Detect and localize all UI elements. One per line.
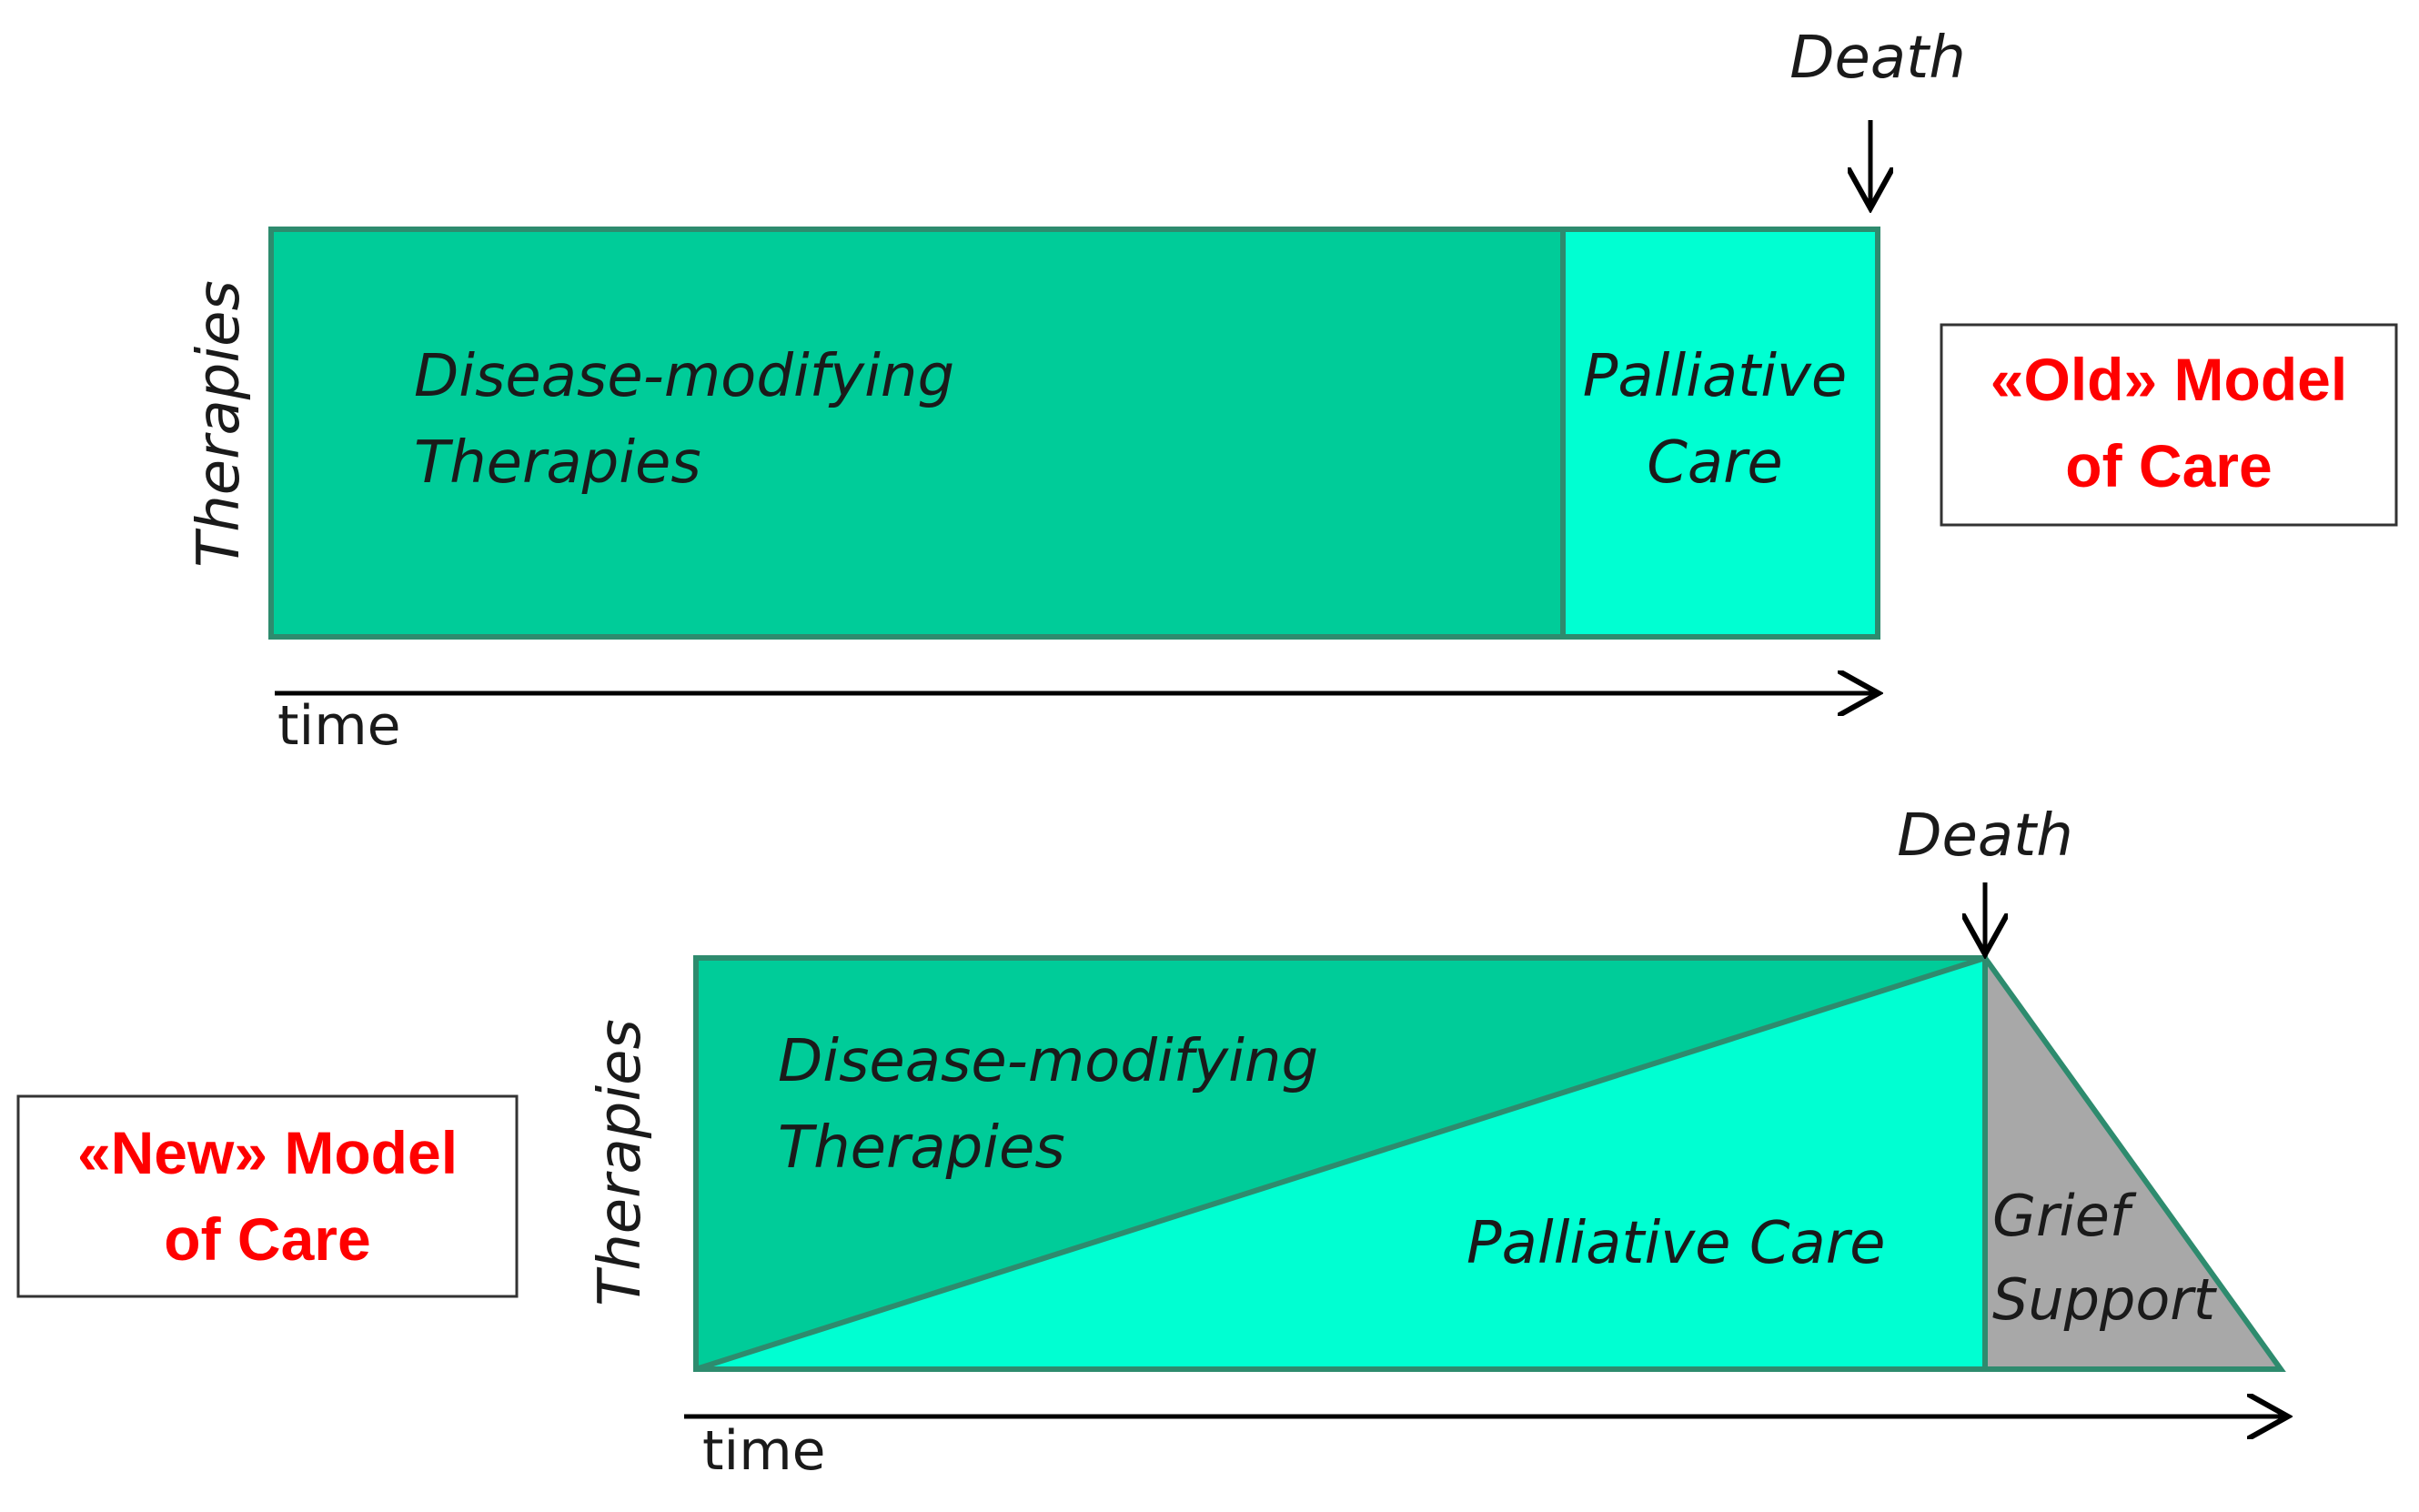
new-death-label: Death bbox=[1897, 802, 2073, 870]
old-model-outline bbox=[268, 227, 1880, 640]
old-death-label: Death bbox=[1789, 25, 1966, 92]
old-disease-label-line1: Disease-modifying bbox=[414, 343, 954, 410]
old-disease-label-line2: Therapies bbox=[414, 429, 701, 497]
new-grief-outline bbox=[1982, 956, 2286, 1372]
new-disease-label-line1: Disease-modifying bbox=[778, 1028, 1318, 1095]
new-disease-label-line2: Therapies bbox=[778, 1114, 1065, 1182]
new-therapies-axis-label: Therapies bbox=[587, 1019, 654, 1306]
new-palliative-label: Palliative Care bbox=[1467, 1210, 1885, 1277]
old-disease-modifying-block bbox=[271, 229, 1563, 637]
old-therapies-axis-label: Therapies bbox=[186, 280, 253, 568]
new-grief-label-line1: Grief bbox=[1992, 1183, 2137, 1249]
new-diagonal-divider bbox=[695, 955, 1986, 1372]
new-model-title-line2: of Care bbox=[164, 1205, 370, 1273]
old-palliative-label-line1: Palliative bbox=[1583, 343, 1848, 410]
old-model-title-line2: of Care bbox=[2065, 432, 2272, 499]
new-grief-label-line2: Support bbox=[1992, 1266, 2218, 1333]
new-model-outline bbox=[693, 955, 1988, 1372]
old-model-title-box bbox=[1940, 323, 2398, 527]
new-model-title-box bbox=[16, 1094, 519, 1298]
new-model-panel: Disease-modifying Therapies Palliative C… bbox=[16, 802, 2286, 1483]
old-model-title-line1: «Old» Model bbox=[1991, 346, 2347, 413]
old-time-axis-label: time bbox=[277, 694, 401, 758]
new-time-axis-label: time bbox=[702, 1419, 826, 1483]
old-palliative-label-line2: Care bbox=[1647, 429, 1783, 497]
old-model-panel: Disease-modifying Therapies Palliative C… bbox=[186, 25, 2398, 758]
old-palliative-care-block bbox=[1563, 229, 1878, 637]
new-model-title-line1: «New» Model bbox=[77, 1119, 458, 1186]
